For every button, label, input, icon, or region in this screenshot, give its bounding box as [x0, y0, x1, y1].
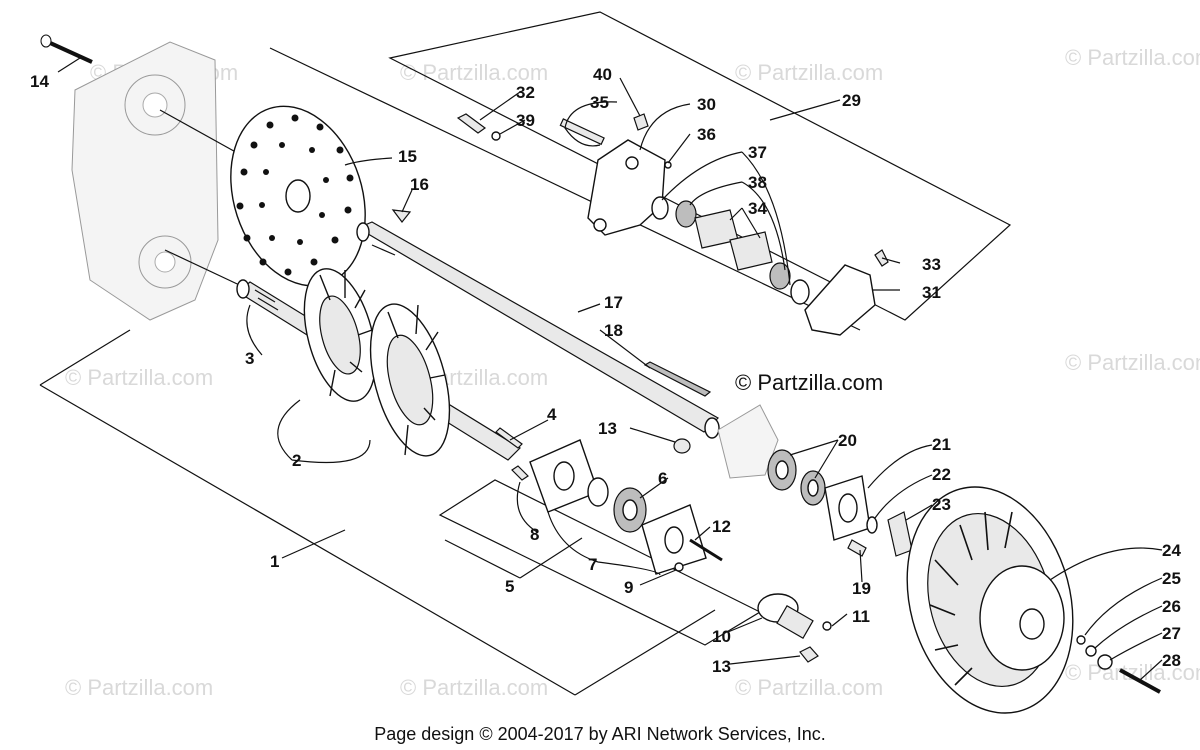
callout-29: 29 [842, 91, 861, 110]
callout-17: 17 [604, 293, 623, 312]
page-footer: Page design © 2004-2017 by ARI Network S… [374, 724, 826, 744]
callout-31: 31 [922, 283, 941, 302]
woodruff-key [391, 209, 412, 223]
speed-sensor [757, 593, 832, 663]
copyright-label: © Partzilla.com [735, 370, 883, 395]
outline-line [574, 609, 716, 696]
callout-32: 32 [516, 83, 535, 102]
watermark: © Partzilla.com [1065, 350, 1200, 375]
case-bolt [40, 34, 93, 64]
callout-38: 38 [748, 173, 767, 192]
callout-34: 34 [748, 199, 767, 218]
jackshaft [356, 221, 720, 439]
callout-5: 5 [505, 577, 514, 596]
callout-40: 40 [593, 65, 612, 84]
callout-21: 21 [932, 435, 951, 454]
callout-28: 28 [1162, 651, 1181, 670]
watermark: © Partzilla.com [1065, 660, 1200, 685]
callout-3: 3 [245, 349, 254, 368]
outline-line [39, 384, 576, 696]
callout-6: 6 [658, 469, 667, 488]
bearing-housing [717, 404, 913, 557]
callout-9: 9 [624, 578, 633, 597]
brake-caliper-assembly [456, 113, 889, 336]
callout-labels: 14 15 16 17 18 3 2 1 4 13 6 8 7 12 9 5 1… [30, 65, 1181, 676]
outline-line [39, 329, 131, 386]
callout-18: 18 [604, 321, 623, 340]
drive-sprockets [303, 268, 451, 457]
shaft-key [643, 361, 712, 397]
callout-30: 30 [697, 95, 716, 114]
callout-10: 10 [712, 627, 731, 646]
callout-19: 19 [852, 579, 871, 598]
callout-1: 1 [270, 552, 279, 571]
callout-4: 4 [547, 405, 557, 424]
caliper-group-outline [388, 11, 1012, 321]
callout-12: 12 [712, 517, 731, 536]
watermark: © Partzilla.com [735, 60, 883, 85]
callout-14: 14 [30, 72, 49, 91]
watermark: © Partzilla.com [400, 675, 548, 700]
callout-26: 26 [1162, 597, 1181, 616]
callout-20: 20 [838, 431, 857, 450]
driven-clutch [906, 486, 1161, 714]
callout-13: 13 [598, 419, 617, 438]
callout-25: 25 [1162, 569, 1181, 588]
callout-27: 27 [1162, 624, 1181, 643]
leader-lines [57, 57, 1163, 681]
lock-nut [673, 438, 691, 454]
watermark: © Partzilla.com [1065, 45, 1200, 70]
bearing-assembly [511, 439, 723, 575]
callout-36: 36 [697, 125, 716, 144]
watermark: © Partzilla.com [400, 60, 548, 85]
callout-2: 2 [292, 451, 301, 470]
callout-8: 8 [530, 525, 539, 544]
set-screw [495, 427, 523, 449]
callout-23: 23 [932, 495, 951, 514]
callout-24: 24 [1162, 541, 1181, 560]
callout-11: 11 [852, 607, 870, 626]
callout-16: 16 [410, 175, 429, 194]
callout-39: 39 [516, 111, 535, 130]
watermark: © Partzilla.com [65, 675, 213, 700]
outline-line [269, 47, 861, 331]
callout-35: 35 [590, 93, 609, 112]
watermark: © Partzilla.com [65, 365, 213, 390]
watermark-layer: © Partzilla.com © Partzilla.com © Partzi… [65, 45, 1200, 700]
brake-disc [230, 105, 366, 287]
callout-33: 33 [922, 255, 941, 274]
callout-7: 7 [588, 555, 597, 574]
callout-22: 22 [932, 465, 951, 484]
callout-37: 37 [748, 143, 767, 162]
watermark: © Partzilla.com [735, 675, 883, 700]
callout-15: 15 [398, 147, 417, 166]
gear-case [71, 41, 251, 321]
callout-13: 13 [712, 657, 731, 676]
